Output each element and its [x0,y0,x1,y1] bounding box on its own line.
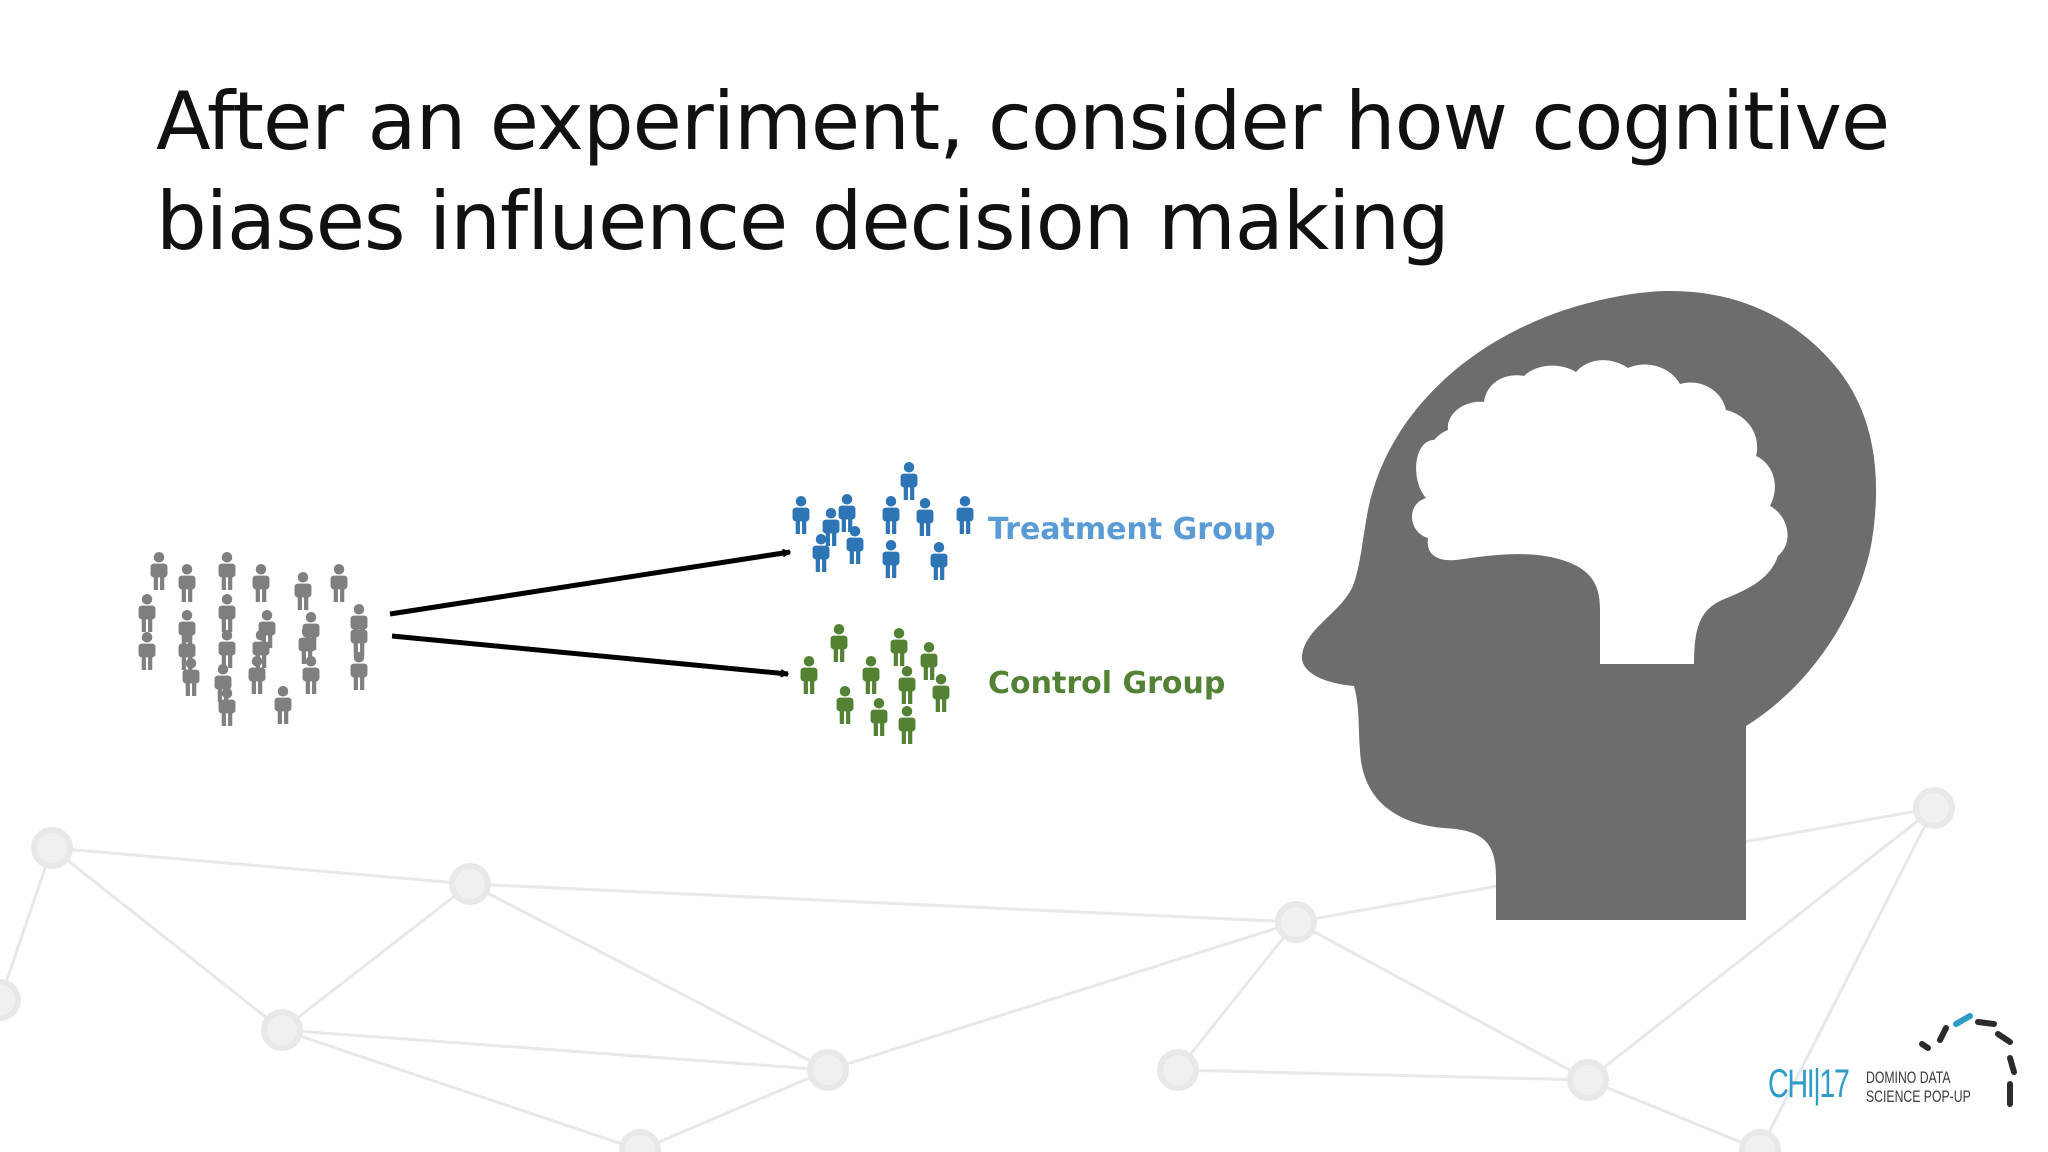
person-icon [218,552,236,590]
logo-chi-text: CHI|17 [1768,1062,1850,1106]
slide-title: After an experiment, consider how cognit… [156,72,1916,272]
person-icon [920,642,938,680]
logo-line-2: SCIENCE POP-UP [1866,1087,1971,1106]
network-line [1295,920,1589,1082]
treatment-crowd [792,462,974,580]
person-icon [294,572,312,610]
brain-icon [1411,360,1788,664]
person-icon [178,564,196,602]
treatment-arrow [389,552,790,617]
person-icon [330,564,348,602]
person-icon [792,496,810,534]
network-node [31,827,73,869]
network-line [1587,806,1935,1082]
person-icon [900,462,918,500]
network-line [281,1028,829,1072]
network-line [51,846,471,886]
person-icon [836,686,854,724]
network-node [1275,901,1317,943]
person-icon [838,494,856,532]
network-node [0,979,21,1021]
network-line [281,1028,641,1152]
person-icon [930,542,948,580]
person-icon [138,632,156,670]
control-group-label: Control Group [988,666,1226,701]
head-with-brain-icon [1301,291,1877,920]
network-node [261,1009,303,1051]
network-line [1758,807,1936,1151]
network-line [827,920,1297,1072]
network-node [807,1049,849,1091]
slide-title-line-2: biases influence decision making [156,175,1450,268]
person-icon [882,540,900,578]
person-icon [916,498,934,536]
network-line [469,882,1297,924]
network-node [1567,1059,1609,1101]
person-icon [138,594,156,632]
control-crowd [800,624,950,744]
network-line [0,847,54,1001]
slide-title-line-1: After an experiment, consider how cognit… [156,75,1890,168]
person-icon [218,630,236,668]
network-line [1176,921,1298,1071]
network-line [469,882,829,1072]
logo-line-1: DOMINO DATA [1866,1068,1951,1087]
person-icon [932,674,950,712]
network-line [51,846,283,1032]
treatment-group-label: Treatment Group [988,512,1276,547]
network-node [1913,787,1955,829]
person-icon [252,564,270,602]
person-icon [218,594,236,632]
network-line [639,1068,829,1152]
network-node [449,863,491,905]
person-icon [898,706,916,744]
person-icon [882,496,900,534]
network-line [281,882,471,1032]
population-crowd [138,552,368,726]
person-icon [890,628,908,666]
network-node [1157,1049,1199,1091]
domino-swirl-icon [1919,1013,2017,1107]
person-icon [274,686,292,724]
person-icon [830,624,848,662]
person-icon [862,656,880,694]
network-node [1739,1129,1781,1152]
person-icon [150,552,168,590]
control-arrow [391,633,788,674]
person-icon [956,496,974,534]
person-icon [870,698,888,736]
person-icon [800,656,818,694]
network-line [1177,1068,1589,1082]
chi17-logo: CHI|17 DOMINO DATA SCIENCE POP-UP [1768,1008,2028,1124]
person-icon [350,652,368,690]
person-icon [898,666,916,704]
network-node [619,1129,661,1152]
network-line [1587,1078,1761,1152]
